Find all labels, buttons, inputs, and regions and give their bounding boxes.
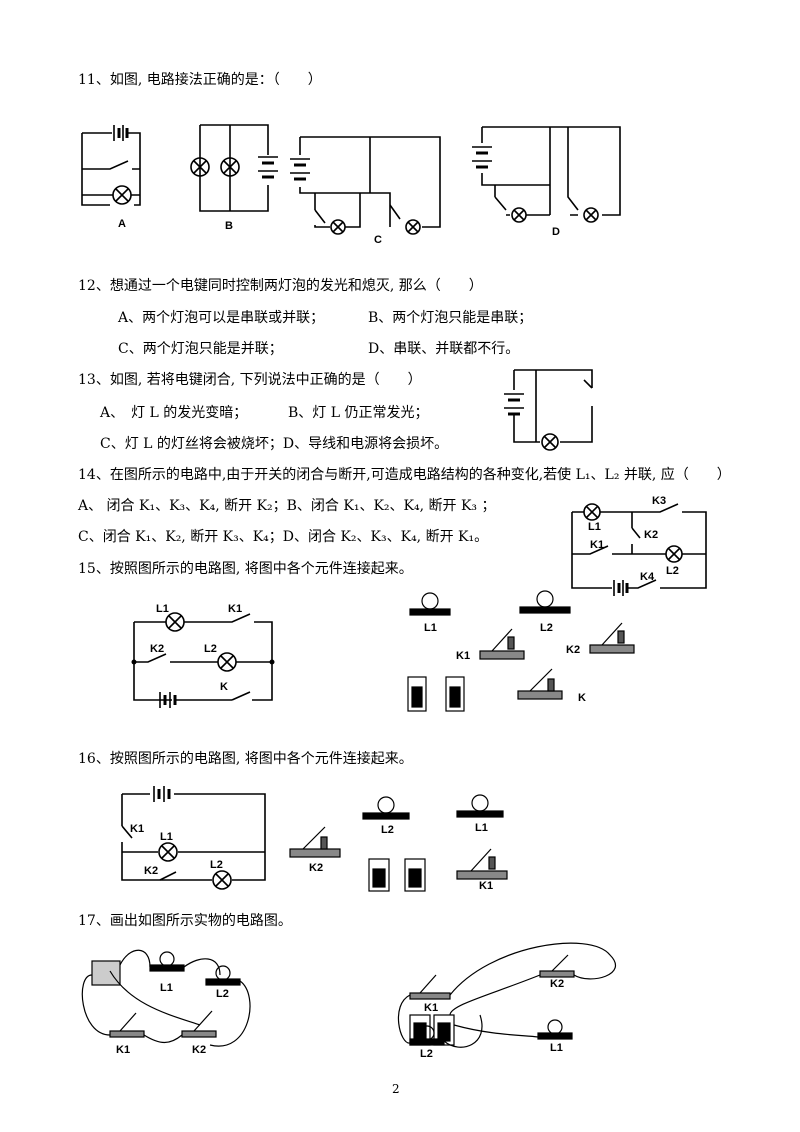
q17-left-label-k2: K2: [192, 1044, 206, 1056]
q16-comp-label-k1: K1: [479, 880, 493, 892]
q17-right-label-l2: L2: [420, 1048, 433, 1060]
q15-label-l2: L2: [204, 643, 217, 655]
q11-label-b: B: [225, 220, 233, 232]
q15-comp-label-k1: K1: [456, 650, 470, 662]
q16-comp-label-l2: L2: [381, 824, 394, 836]
q14-stem: 14、在图所示的电路中,由于开关的闭合与断开,可造成电路结构的各种变化,若使 L…: [78, 467, 731, 483]
q17-right-label-k1: K1: [424, 1002, 438, 1014]
q15-components: L1 L2 K1 K2 K: [407, 590, 635, 712]
q14-option-cd: C、闭合 K₁、K₂, 断开 K₃、K₄；D、闭合 K₂、K₃、K₄, 断开 K…: [78, 529, 489, 545]
q12-option-a: A、两个灯泡可以是串联或并联；: [118, 310, 325, 326]
q13-option-a: A、 灯 L 的发光变暗；: [100, 405, 248, 421]
q11-label-a: A: [118, 218, 126, 230]
q13-option-b: B、灯 L 仍正常发光；: [288, 405, 429, 421]
q16-components: K2 L2 L1 K1: [289, 794, 508, 892]
q11-stem: 11、如图, 电路接法正确的是：（ ）: [78, 72, 322, 88]
q13-stem: 13、如图, 若将电键闭合, 下列说法中正确的是（ ）: [78, 372, 422, 388]
q15-label-k2: K2: [150, 643, 164, 655]
q17-left-label-l1: L1: [160, 982, 173, 994]
q15-comp-label-k2: K2: [566, 644, 580, 656]
q15-comp-label-l1: L1: [424, 622, 437, 634]
q14-label-k3: K3: [652, 495, 666, 507]
q11-label-d: D: [552, 226, 560, 238]
q15-label-k: K: [220, 681, 228, 693]
page-number: 2: [392, 1082, 400, 1096]
q14-label-l2: L2: [666, 565, 679, 577]
q16-label-k2: K2: [144, 865, 158, 877]
q14-label-k1: K1: [590, 539, 604, 551]
q12-option-c: C、两个灯泡只能是并联；: [118, 341, 283, 357]
q15-comp-label-l2: L2: [540, 622, 553, 634]
q14-option-ab: A、 闭合 K₁、K₃、K₄, 断开 K₂；B、闭合 K₁、K₂、K₄, 断开 …: [78, 498, 496, 514]
q17-right-label-l1: L1: [550, 1042, 563, 1054]
q11-label-c: C: [374, 234, 382, 245]
q13-circuit: [504, 369, 593, 451]
q15-label-l1: L1: [156, 603, 169, 615]
q17-left-label-k1: K1: [116, 1044, 130, 1056]
q15-circuit: L1 K1 K2 L2 K: [131, 603, 275, 708]
q17-left-label-l2: L2: [216, 988, 229, 1000]
q15-label-k1: K1: [228, 603, 242, 615]
q13-option-cd: C、灯 L 的灯丝将会被烧坏；D、导线和电源将会损坏。: [100, 436, 449, 452]
q16-comp-label-k2: K2: [309, 862, 323, 874]
q12-option-d: D、串联、并联都不行。: [368, 341, 520, 357]
q14-circuit: L1 K3 K2 K1 L2 K4: [571, 495, 707, 596]
q16-circuit: K1 L1 K2 L2: [121, 786, 266, 890]
q17-stem: 17、画出如图所示实物的电路图。: [78, 913, 292, 929]
q16-label-l1: L1: [160, 831, 173, 843]
q14-label-l1: L1: [588, 521, 601, 533]
q16-stem: 16、按照图所示的电路图, 将图中各个元件连接起来。: [78, 751, 413, 767]
q11-circuit-figures: A B C D: [81, 124, 621, 245]
q12-option-b: B、两个灯泡只能是串联；: [368, 310, 533, 326]
q17-right-label-k2: K2: [550, 978, 564, 990]
q14-label-k2: K2: [644, 529, 658, 541]
q12-stem: 12、想通过一个电键同时控制两灯泡的发光和熄灭, 那么（ ）: [78, 278, 483, 294]
q15-comp-label-k: K: [578, 692, 586, 704]
q17-real-circuits: L1 L2 K1 K2 K1 K2 L2 L1: [81, 942, 617, 1060]
q16-comp-label-l1: L1: [475, 822, 488, 834]
q14-label-k4: K4: [640, 571, 655, 583]
q16-label-k1: K1: [130, 823, 144, 835]
q15-stem: 15、按照图所示的电路图, 将图中各个元件连接起来。: [78, 561, 413, 577]
q16-label-l2: L2: [210, 859, 223, 871]
